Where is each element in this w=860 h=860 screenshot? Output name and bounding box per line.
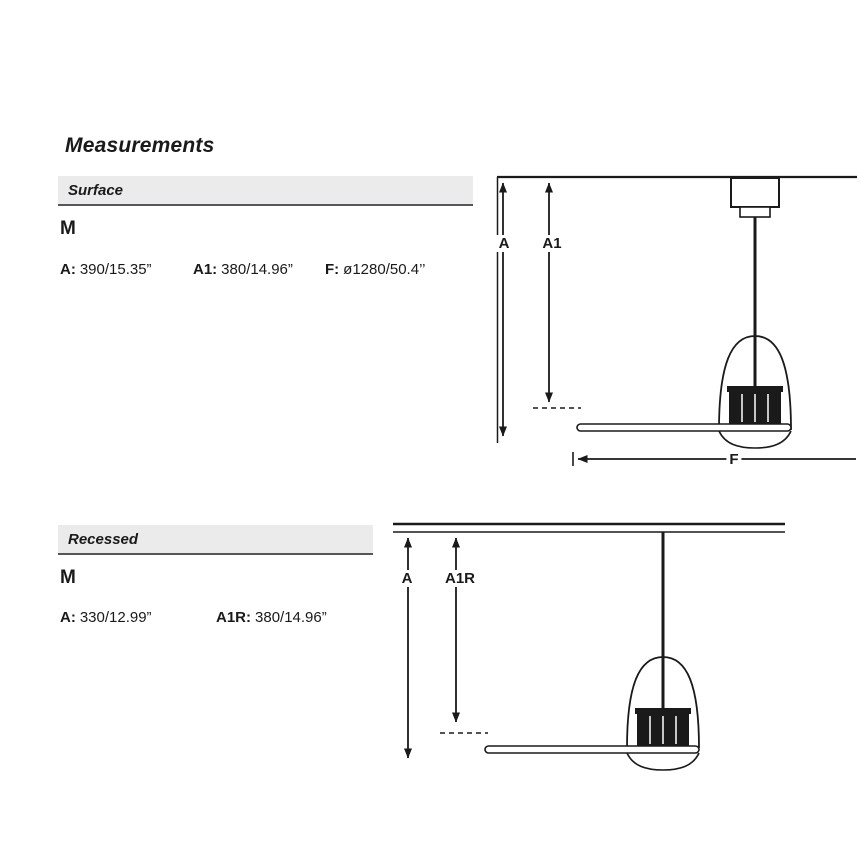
- surface-spec-a1-key: A1:: [193, 261, 218, 278]
- fan-blade: [576, 423, 792, 432]
- bottom-diffuser: [626, 752, 700, 771]
- fan-blade: [484, 745, 700, 754]
- recessed-spec-a1r: A1R:380/14.96”: [216, 609, 327, 626]
- motor-cap: [727, 386, 783, 392]
- recessed-spec-a: A:330/12.99”: [60, 609, 152, 626]
- recessed-dim-a-label: A: [398, 570, 416, 587]
- section-header-recessed: Recessed: [58, 525, 373, 555]
- recessed-spec-a1r-key: A1R:: [216, 609, 252, 626]
- recessed-mount-diagram: [393, 522, 785, 771]
- section-header-recessed-label: Recessed: [68, 530, 139, 548]
- surface-spec-a1-value: 380/14.96”: [221, 261, 293, 278]
- section-header-surface: Surface: [58, 176, 473, 206]
- recessed-spec-a1r-value: 380/14.96”: [255, 609, 327, 626]
- surface-spec-a-key: A:: [60, 261, 76, 278]
- motor-cap: [635, 708, 691, 714]
- surface-spec-a: A:390/15.35”: [60, 261, 152, 278]
- bottom-diffuser: [718, 430, 792, 449]
- surface-spec-f-key: F:: [325, 261, 340, 278]
- surface-spec-f-value: ø1280/50.4’’: [343, 261, 426, 278]
- mounting-canopy: [730, 177, 780, 208]
- glass-dome: [718, 335, 792, 431]
- page-title: Measurements: [65, 134, 215, 157]
- surface-dim-a-label: A: [495, 235, 513, 252]
- surface-spec-a1: A1:380/14.96”: [193, 261, 293, 278]
- recessed-spec-a-value: 330/12.99”: [79, 609, 152, 626]
- section-header-surface-label: Surface: [68, 181, 124, 199]
- recessed-spec-a-key: A:: [60, 609, 76, 626]
- surface-model-label: M: [60, 218, 76, 239]
- surface-mount-diagram: [496, 175, 857, 466]
- motor-fins: [649, 716, 677, 744]
- surface-dim-f-label: F: [726, 451, 742, 468]
- glass-dome: [626, 656, 700, 749]
- surface-spec-a-value: 390/15.35”: [79, 261, 152, 278]
- surface-spec-f: F:ø1280/50.4’’: [325, 261, 425, 278]
- motor-fins: [741, 394, 769, 422]
- canopy-step: [739, 206, 771, 218]
- recessed-model-label: M: [60, 567, 76, 588]
- recessed-dim-a1r-label: A1R: [441, 570, 479, 587]
- surface-dim-a1-label: A1: [539, 235, 565, 252]
